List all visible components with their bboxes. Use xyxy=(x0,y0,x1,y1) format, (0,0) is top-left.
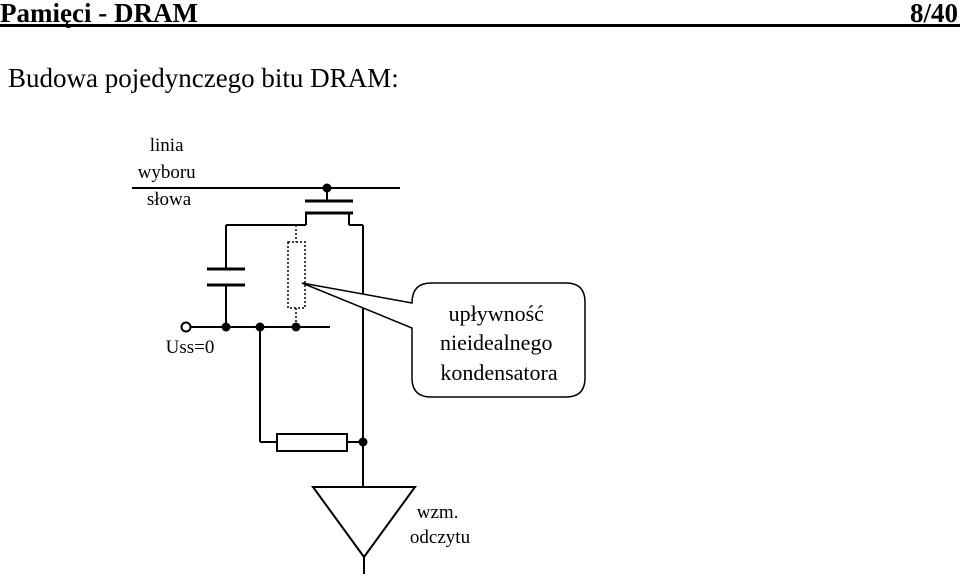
junction-dot xyxy=(322,183,332,193)
amplifier-label: wzm. odczytu xyxy=(410,502,471,548)
callout-label: upływność nieidealnego kondensatora xyxy=(440,301,558,385)
ground-terminal xyxy=(180,321,192,333)
word-line-label: linia wyboru słowa xyxy=(138,135,201,210)
slide-subtitle: Budowa pojedynczego bitu DRAM: xyxy=(8,63,399,93)
ground-label: Uss=0 xyxy=(166,337,215,358)
read-amplifier xyxy=(311,486,417,559)
leakage-callout xyxy=(301,282,586,398)
leakage-resistor xyxy=(287,241,306,309)
junction-dot xyxy=(255,322,265,332)
junction-dot xyxy=(358,437,368,447)
title-rule xyxy=(0,24,960,27)
load-resistor xyxy=(276,433,348,452)
slide-page-number: 8/40 xyxy=(909,0,958,28)
junction-dot xyxy=(291,322,301,332)
junction-dot xyxy=(221,322,231,332)
slide-title: Pamięci - DRAM xyxy=(0,0,198,28)
